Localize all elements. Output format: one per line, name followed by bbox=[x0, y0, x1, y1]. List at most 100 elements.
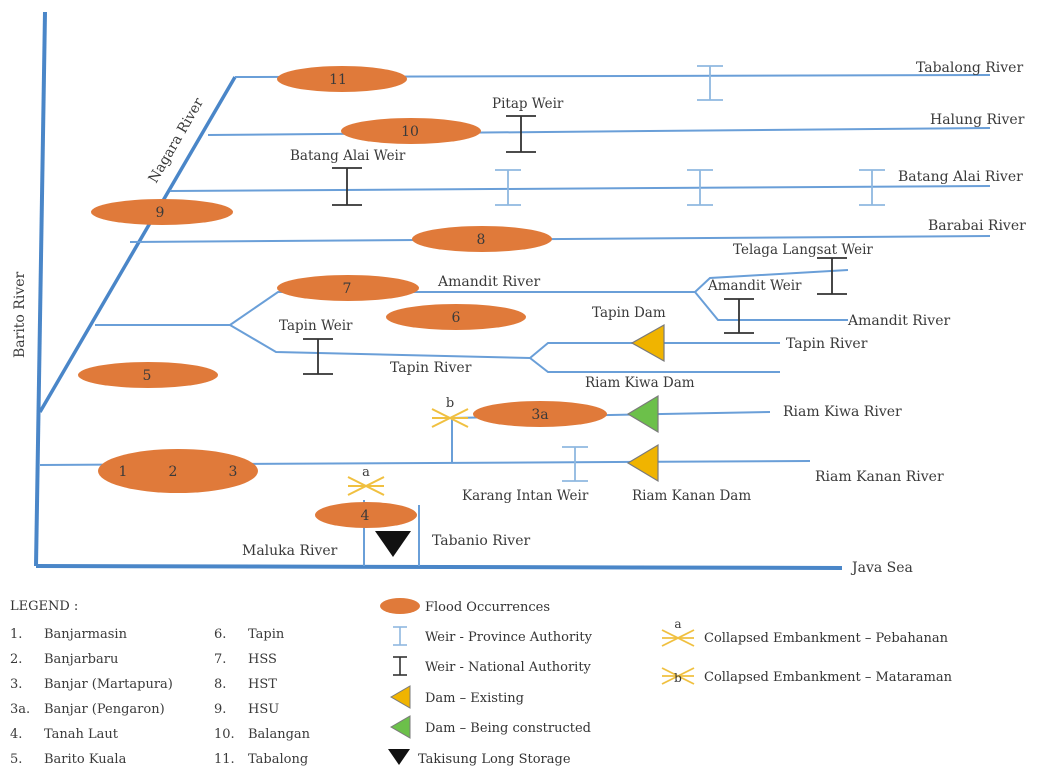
legend-weir-province-label: Weir - Province Authority bbox=[425, 630, 593, 645]
legend-col1-num-5: 4. bbox=[10, 727, 22, 742]
batang-alai-province-weir-2-icon bbox=[687, 169, 713, 206]
tabanio-river-label: Tabanio River bbox=[432, 533, 530, 549]
legend-col1-name-6: Barito Kuala bbox=[44, 752, 127, 767]
legend-col1-name-5: Tanah Laut bbox=[44, 727, 119, 742]
flood-6 bbox=[386, 304, 526, 330]
barito-river-label: Barito River bbox=[12, 271, 28, 358]
maluka-river-label: Maluka River bbox=[242, 543, 338, 559]
batang-alai-river-label: Batang Alai River bbox=[898, 169, 1023, 185]
flood-3a-label: 3a bbox=[531, 407, 548, 423]
legend-col1-num-2: 2. bbox=[10, 652, 22, 667]
batang-alai-river-line bbox=[169, 185, 991, 192]
amandit-river-label: Amandit River bbox=[437, 274, 540, 290]
java-sea-line bbox=[35, 564, 843, 570]
flood-9 bbox=[91, 199, 233, 225]
legend-col2-num-3: 8. bbox=[214, 677, 226, 692]
legend-col1-num-6: 5. bbox=[10, 752, 22, 767]
riam-kiwa-dam-label: Riam Kiwa Dam bbox=[585, 375, 695, 391]
amandit-river-line bbox=[229, 291, 695, 326]
tapin-dam-icon bbox=[630, 323, 665, 363]
karang-intan-weir-icon bbox=[562, 446, 588, 482]
amandit-weir-icon bbox=[724, 298, 754, 334]
riam-kanan-dam-icon bbox=[626, 443, 659, 483]
legend-collapsed-a-label: Collapsed Embankment – Pebahanan bbox=[704, 631, 949, 646]
legend-col2-name-2: HSS bbox=[248, 652, 277, 667]
halung-river-line bbox=[207, 127, 991, 136]
flood-4 bbox=[315, 502, 417, 528]
nagara-river-line bbox=[38, 76, 237, 413]
legend-dam-existing-icon bbox=[390, 685, 411, 709]
legend-weir-national-label: Weir - National Authority bbox=[425, 660, 592, 675]
collapsed-embankment-a-icon bbox=[347, 476, 385, 496]
flood-10-label: 10 bbox=[401, 124, 419, 140]
tapin-river-line bbox=[229, 324, 531, 359]
amandit-upper-branch bbox=[694, 269, 849, 293]
riam-kiwa-river-label: Riam Kiwa River bbox=[783, 404, 902, 420]
legend-title: LEGEND : bbox=[10, 599, 78, 614]
legend-col2-num-1: 6. bbox=[214, 627, 226, 642]
karang-intan-weir-label: Karang Intan Weir bbox=[462, 488, 589, 504]
flood-2-label: 2 bbox=[169, 464, 178, 480]
pitap-weir-label: Pitap Weir bbox=[492, 96, 564, 112]
barabai-river-label: Barabai River bbox=[928, 218, 1026, 234]
tabalong-province-weir-icon bbox=[697, 65, 723, 101]
tapin-lower-branch bbox=[529, 357, 780, 373]
tapin-weir-label: Tapin Weir bbox=[279, 318, 353, 334]
riam-kanan-dam-label: Riam Kanan Dam bbox=[632, 488, 751, 504]
riam-kanan-river-label: Riam Kanan River bbox=[815, 469, 944, 485]
embankment-a-mark: a bbox=[362, 465, 370, 480]
flood-8-label: 8 bbox=[477, 232, 486, 248]
barabai-river-line bbox=[129, 235, 991, 243]
java-sea-label: Java Sea bbox=[850, 560, 913, 576]
telaga-langsat-weir-icon bbox=[817, 257, 847, 295]
flood-7 bbox=[277, 275, 419, 301]
tabalong-river-label: Tabalong River bbox=[916, 60, 1023, 76]
legend-col2-num-2: 7. bbox=[214, 652, 226, 667]
tapin-weir-icon bbox=[303, 338, 333, 375]
legend-col2-name-3: HST bbox=[248, 677, 277, 692]
legend-dam-existing-label: Dam – Existing bbox=[425, 691, 524, 706]
legend-col2-name-5: Balangan bbox=[248, 727, 311, 742]
legend-col1-name-2: Banjarbaru bbox=[44, 652, 118, 667]
tapin-river-label: Tapin River bbox=[390, 360, 472, 376]
legend-col1-num-4: 3a. bbox=[10, 702, 30, 717]
batang-alai-weir-label: Batang Alai Weir bbox=[290, 148, 406, 164]
legend-flood-label: Flood Occurrences bbox=[425, 600, 550, 615]
riam-kiwa-dam-icon bbox=[626, 394, 659, 434]
amandit-river-right-label: Amandit River bbox=[847, 313, 950, 329]
legend-weir-province-icon bbox=[393, 626, 407, 646]
flood-4-label: 4 bbox=[361, 508, 370, 524]
legend-collapsed-b-icon bbox=[661, 667, 695, 685]
amandit-weir-label: Amandit Weir bbox=[707, 278, 802, 294]
flood-5-label: 5 bbox=[143, 368, 152, 384]
legend-dam-construct-label: Dam – Being constructed bbox=[425, 721, 591, 736]
flood-1-2-3 bbox=[98, 449, 258, 493]
legend-weir-national-icon bbox=[393, 656, 407, 676]
legend-col2-num-6: 11. bbox=[214, 752, 235, 767]
legend-col2-name-4: HSU bbox=[248, 702, 279, 717]
flood-3-label: 3 bbox=[229, 464, 238, 480]
legend-col2-name-6: Tabalong bbox=[248, 752, 308, 767]
flood-5 bbox=[78, 362, 218, 388]
flood-11 bbox=[277, 66, 407, 92]
legend-collapsed-b-mark: b bbox=[674, 671, 682, 685]
legend-col2-num-5: 10. bbox=[214, 727, 235, 742]
legend-collapsed-b-label: Collapsed Embankment – Mataraman bbox=[704, 670, 953, 685]
legend-storage-icon bbox=[388, 749, 410, 765]
batang-alai-province-weir-1-icon bbox=[495, 169, 521, 206]
pitap-weir-icon bbox=[506, 115, 536, 153]
embankment-b-mark: b bbox=[446, 396, 454, 411]
flood-11-label: 11 bbox=[329, 72, 347, 88]
legend-flood-icon bbox=[380, 598, 420, 614]
telaga-langsat-weir-label: Telaga Langsat Weir bbox=[733, 242, 873, 258]
legend-col1-name-1: Banjarmasin bbox=[44, 627, 128, 642]
legend-collapsed-a-mark: a bbox=[674, 617, 681, 631]
batang-alai-weir-icon bbox=[332, 167, 362, 206]
flood-7-label: 7 bbox=[343, 281, 352, 297]
legend-col1-name-4: Banjar (Pengaron) bbox=[44, 702, 165, 717]
batang-alai-province-weir-3-icon bbox=[859, 169, 885, 206]
legend-storage-label: Takisung Long Storage bbox=[418, 752, 571, 767]
flood-10 bbox=[341, 118, 481, 144]
flood-6-label: 6 bbox=[452, 310, 461, 326]
